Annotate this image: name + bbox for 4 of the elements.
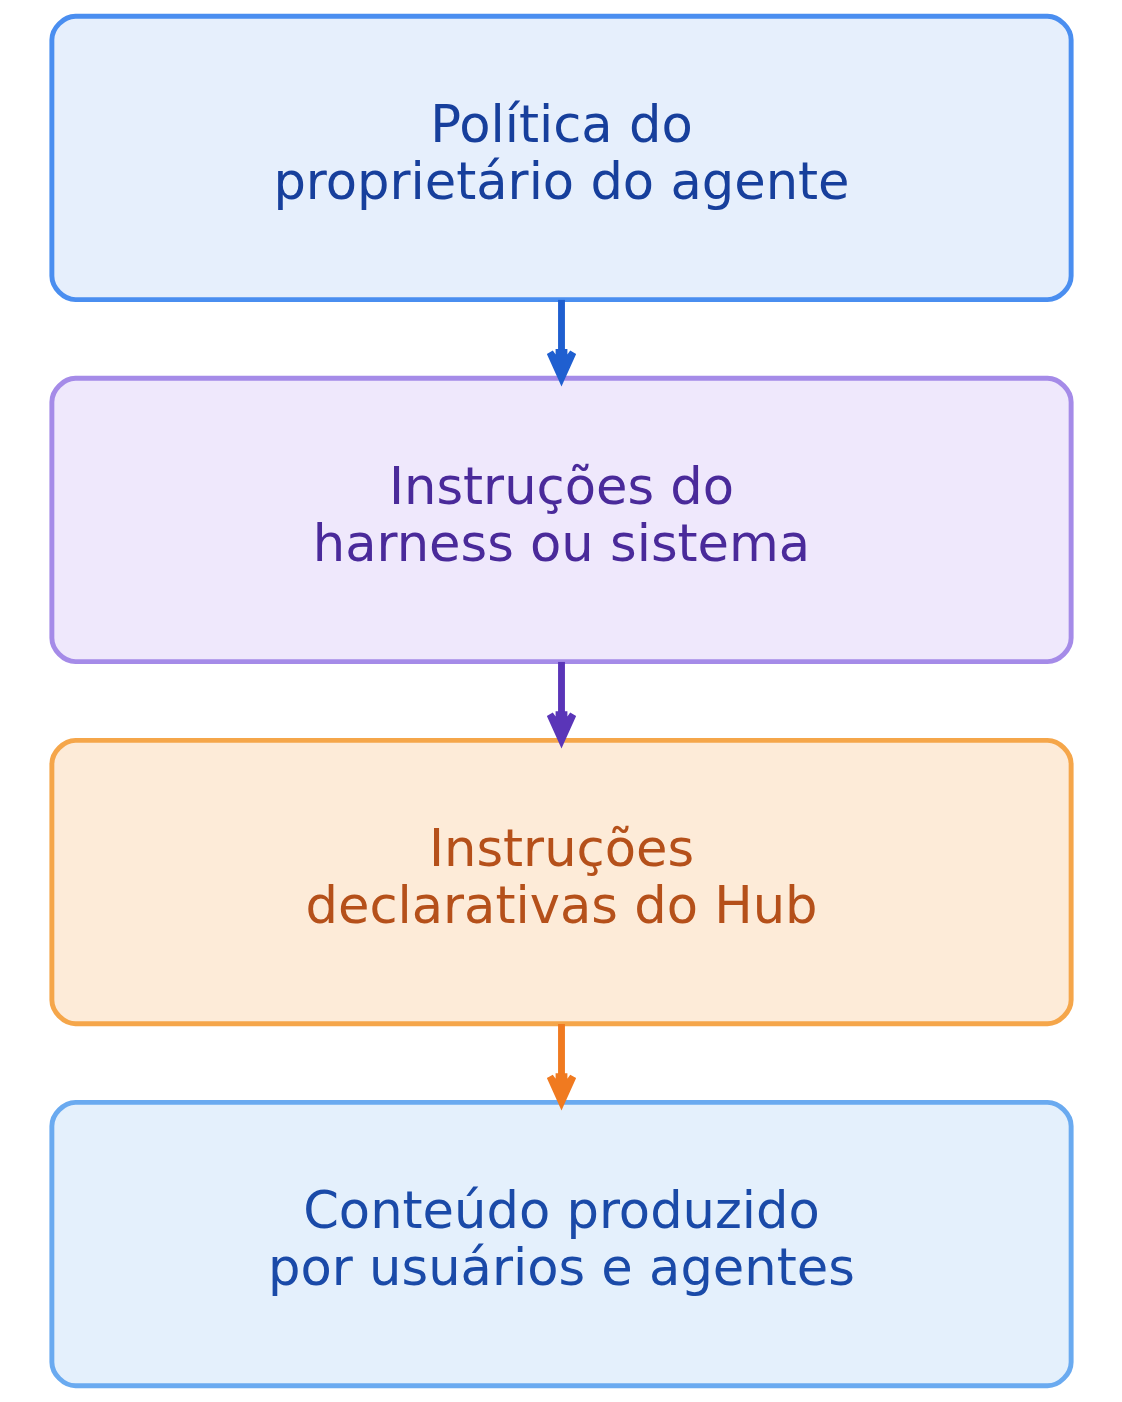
node-box: Conteúdo produzido por usuários e agentes — [48, 1099, 1074, 1389]
node-box: Instruções do harness ou sistema — [48, 375, 1074, 665]
node-box: Instruções declarativas do Hub — [48, 737, 1074, 1027]
node-box: Política do proprietário do agente — [48, 13, 1074, 303]
